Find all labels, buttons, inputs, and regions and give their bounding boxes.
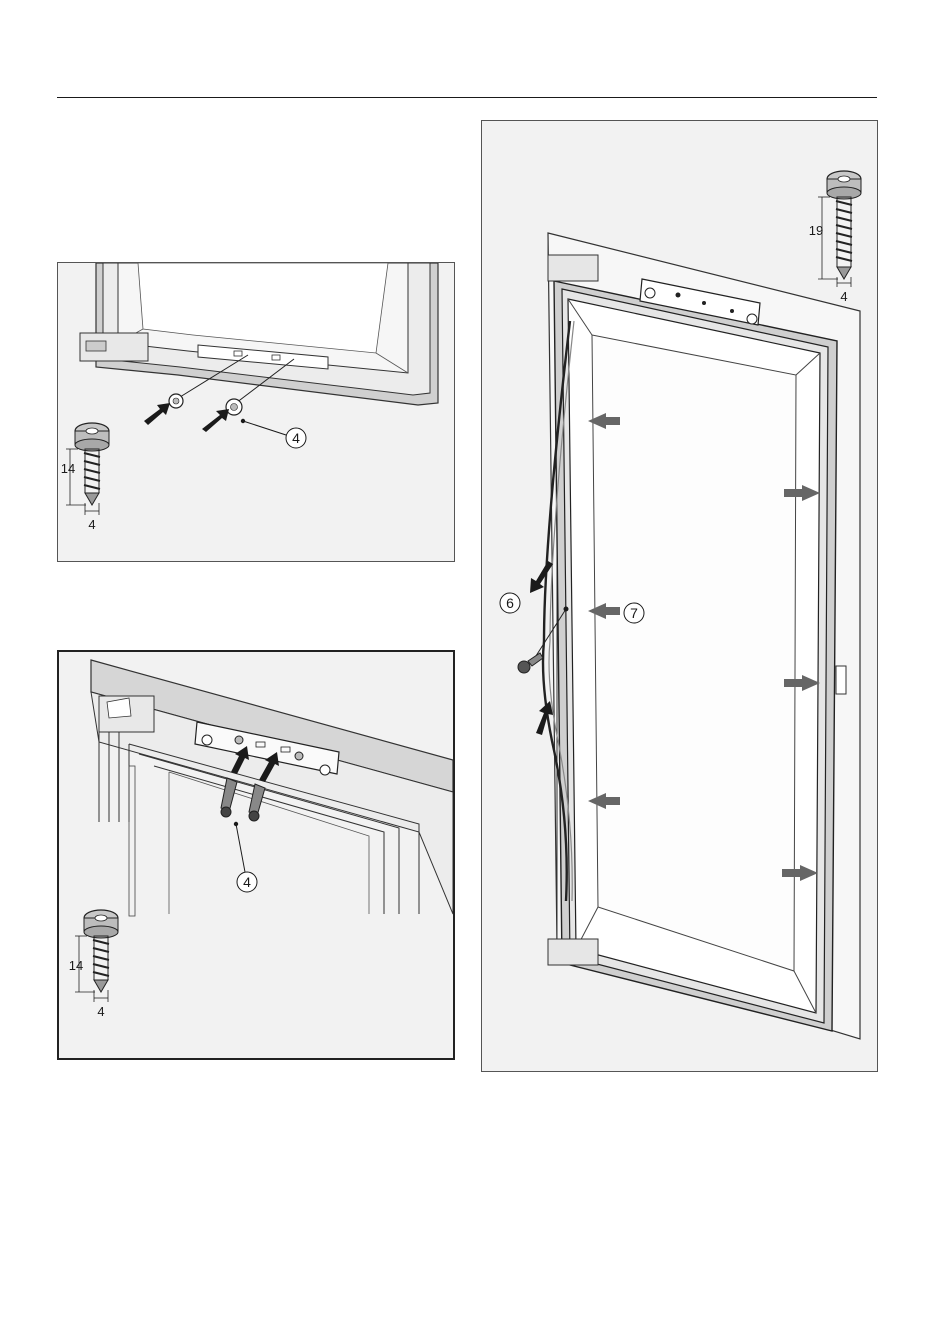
door-inner-panel <box>592 335 796 971</box>
screw-diameter-label-c: 4 <box>840 289 847 304</box>
callout-label-c2: 7 <box>630 605 638 621</box>
hinge-top <box>548 255 598 281</box>
arrow-black-down <box>530 561 553 593</box>
callout-label-b: 4 <box>243 874 251 890</box>
arrow-1 <box>144 403 170 425</box>
screw-length-label-a: 14 <box>61 461 75 476</box>
mounting-screw-1 <box>221 778 237 817</box>
header-rule <box>57 97 877 98</box>
figure-c-illustration: 6 7 19 4 <box>482 121 878 1072</box>
screw-length-label-c: 19 <box>809 223 823 238</box>
figure-b-illustration: 4 14 4 <box>59 652 453 1058</box>
figure-hinge-bracket-top: 4 14 4 <box>57 650 455 1060</box>
figure-a-illustration: 4 14 4 <box>58 263 455 562</box>
handle-clip <box>836 666 846 694</box>
figure-hinge-bracket-bottom: 4 14 4 <box>57 262 455 562</box>
screw-length-label-b: 14 <box>69 958 83 973</box>
screw-icon <box>818 171 861 287</box>
hinge-bottom <box>548 939 598 965</box>
mounting-screw-2 <box>249 784 265 821</box>
gasket-screw <box>518 653 543 673</box>
arrow-2 <box>202 409 229 432</box>
screw-icon <box>75 910 118 1002</box>
callout-label-a: 4 <box>292 430 300 446</box>
screw-diameter-label-b: 4 <box>97 1004 104 1019</box>
figure-door-seal: 6 7 19 4 <box>481 120 878 1072</box>
callout-label-c1: 6 <box>506 595 514 611</box>
screw-diameter-label-a: 4 <box>88 517 95 532</box>
